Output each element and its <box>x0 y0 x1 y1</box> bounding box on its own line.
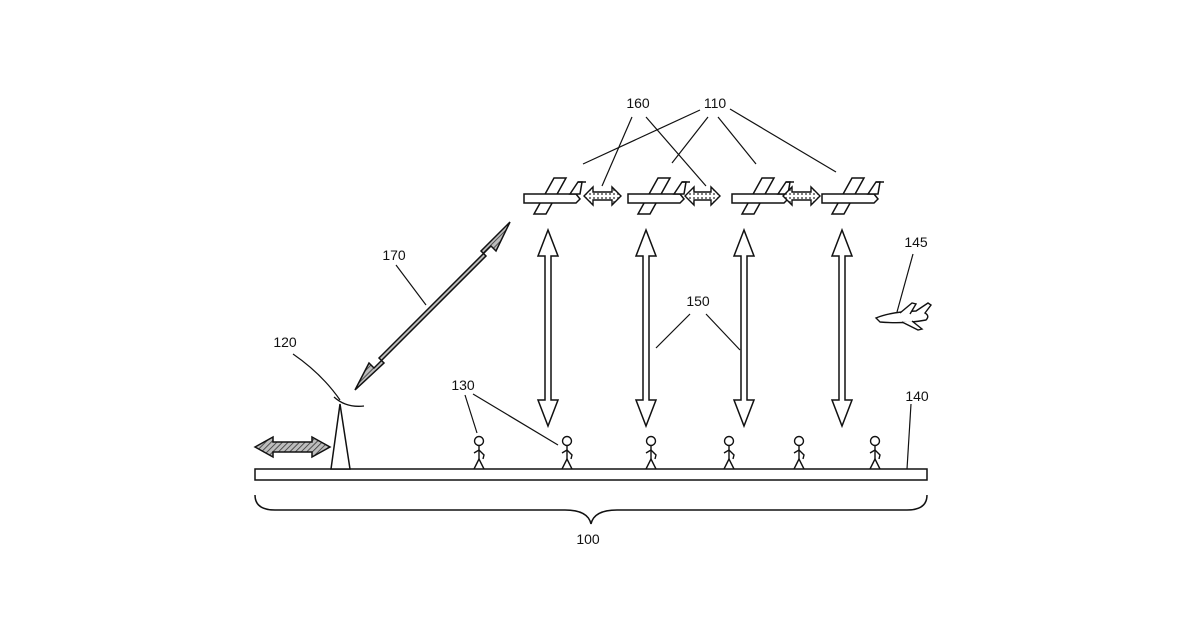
leader-lines <box>293 109 913 469</box>
inter-uav-arrow <box>783 187 820 205</box>
label-aircraft: 145 <box>904 234 928 250</box>
label-user-links: 150 <box>686 293 710 309</box>
person-icon <box>646 437 656 470</box>
label-ground: 140 <box>905 388 929 404</box>
user-link-arrow <box>636 230 656 426</box>
backhaul-link-arrow <box>355 222 510 390</box>
user-link-arrow <box>734 230 754 426</box>
person-icon <box>474 437 484 470</box>
inter-uav-arrow <box>685 187 720 205</box>
person-icon <box>794 437 804 470</box>
label-ground-users: 130 <box>451 377 475 393</box>
tower-horizontal-arrow <box>255 437 330 457</box>
tower-icon <box>331 397 364 469</box>
ground-platform <box>255 469 927 480</box>
person-icon <box>724 437 734 470</box>
label-system: 100 <box>576 531 600 547</box>
label-backhaul-link: 170 <box>382 247 406 263</box>
system-brace <box>255 495 927 524</box>
uav-icon <box>822 178 884 214</box>
inter-uav-arrow <box>584 187 621 205</box>
user-link-arrow <box>832 230 852 426</box>
airplane-icon <box>876 303 931 330</box>
label-uav: 110 <box>704 95 727 111</box>
user-link-arrows <box>538 230 852 426</box>
uav-icon <box>628 178 690 214</box>
label-ground-station: 120 <box>273 334 297 350</box>
uav-icon <box>524 178 586 214</box>
label-inter-uav-links: 160 <box>626 95 650 111</box>
user-link-arrow <box>538 230 558 426</box>
person-icon <box>870 437 880 470</box>
person-icon <box>562 437 572 470</box>
